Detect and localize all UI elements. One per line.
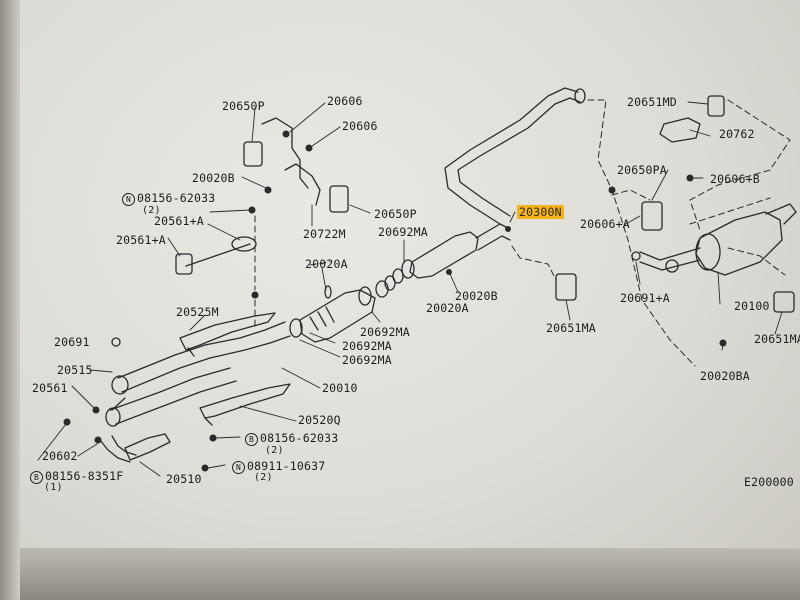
quantity-label: (1) <box>44 482 63 493</box>
rubber-mounts <box>175 95 795 313</box>
monitor-bezel-left <box>0 0 20 600</box>
rear-pipe-20300N <box>444 87 586 225</box>
symbol-n-icon: N <box>232 461 245 474</box>
part-label-20606B: 20606+B <box>710 172 760 186</box>
part-label-20651MD: 20651MD <box>627 95 677 109</box>
dashed-boundaries <box>254 99 791 367</box>
monitor-bezel-bottom <box>0 548 800 600</box>
part-label-20561: 20561 <box>32 381 68 395</box>
part-label-20020A: 20020A <box>426 301 469 315</box>
quantity-label: (2) <box>142 205 161 216</box>
part-label-20692MA: 20692MA <box>378 225 428 239</box>
brackets <box>185 117 321 267</box>
leader-lines <box>37 101 783 477</box>
part-label-20762: 20762 <box>719 127 755 141</box>
part-label-20510: 20510 <box>166 472 202 486</box>
part-label-20020B: 20020B <box>192 171 235 185</box>
part-label-20691A: 20691+A <box>620 291 670 305</box>
part-label-20691: 20691 <box>54 335 90 349</box>
quantity-label: (2) <box>265 445 284 456</box>
highlighted-part-number: 20300N <box>517 205 564 219</box>
part-label-20650P: 20650P <box>222 99 265 113</box>
part-label-20020B: 20020B <box>455 289 498 303</box>
part-label-20561A: 20561+A <box>154 214 204 228</box>
symbol-b-icon: B <box>245 433 258 446</box>
part-label-20300N: 20300N <box>517 205 564 219</box>
part-label-20100: 20100 <box>734 299 770 313</box>
symbol-n-icon: N <box>122 193 135 206</box>
front-pipe-20010 <box>99 321 291 463</box>
part-label-20520Q: 20520Q <box>298 413 341 427</box>
part-label-20010: 20010 <box>322 381 358 395</box>
part-label-20525M: 20525M <box>176 305 219 319</box>
part-label-20651MA: 20651MA <box>546 321 596 335</box>
quantity-label: (2) <box>254 472 273 483</box>
part-label-20650P: 20650P <box>374 207 417 221</box>
part-label-20020A: 20020A <box>305 257 348 271</box>
diagram-code: E200000 <box>744 475 794 489</box>
part-label-20602: 20602 <box>42 449 78 463</box>
part-label-20692MA: 20692MA <box>342 353 392 367</box>
symbol-b-icon: B <box>30 471 43 484</box>
part-label-20606: 20606 <box>327 94 363 108</box>
heat-shields <box>124 312 291 461</box>
part-label-20606A: 20606+A <box>580 217 630 231</box>
part-label-20692MA: 20692MA <box>360 325 410 339</box>
part-label-20650PA: 20650PA <box>617 163 667 177</box>
part-label-20606: 20606 <box>342 119 378 133</box>
center-muffler <box>392 223 511 284</box>
part-label-20561A: 20561+A <box>116 233 166 247</box>
part-label-20722M: 20722M <box>303 227 346 241</box>
part-label-20515: 20515 <box>57 363 93 377</box>
part-label-20692MA: 20692MA <box>342 339 392 353</box>
part-label-20651MA: 20651MA <box>754 332 800 346</box>
part-label-20020BA: 20020BA <box>700 369 750 383</box>
rear-muffler-20100 <box>639 203 797 276</box>
